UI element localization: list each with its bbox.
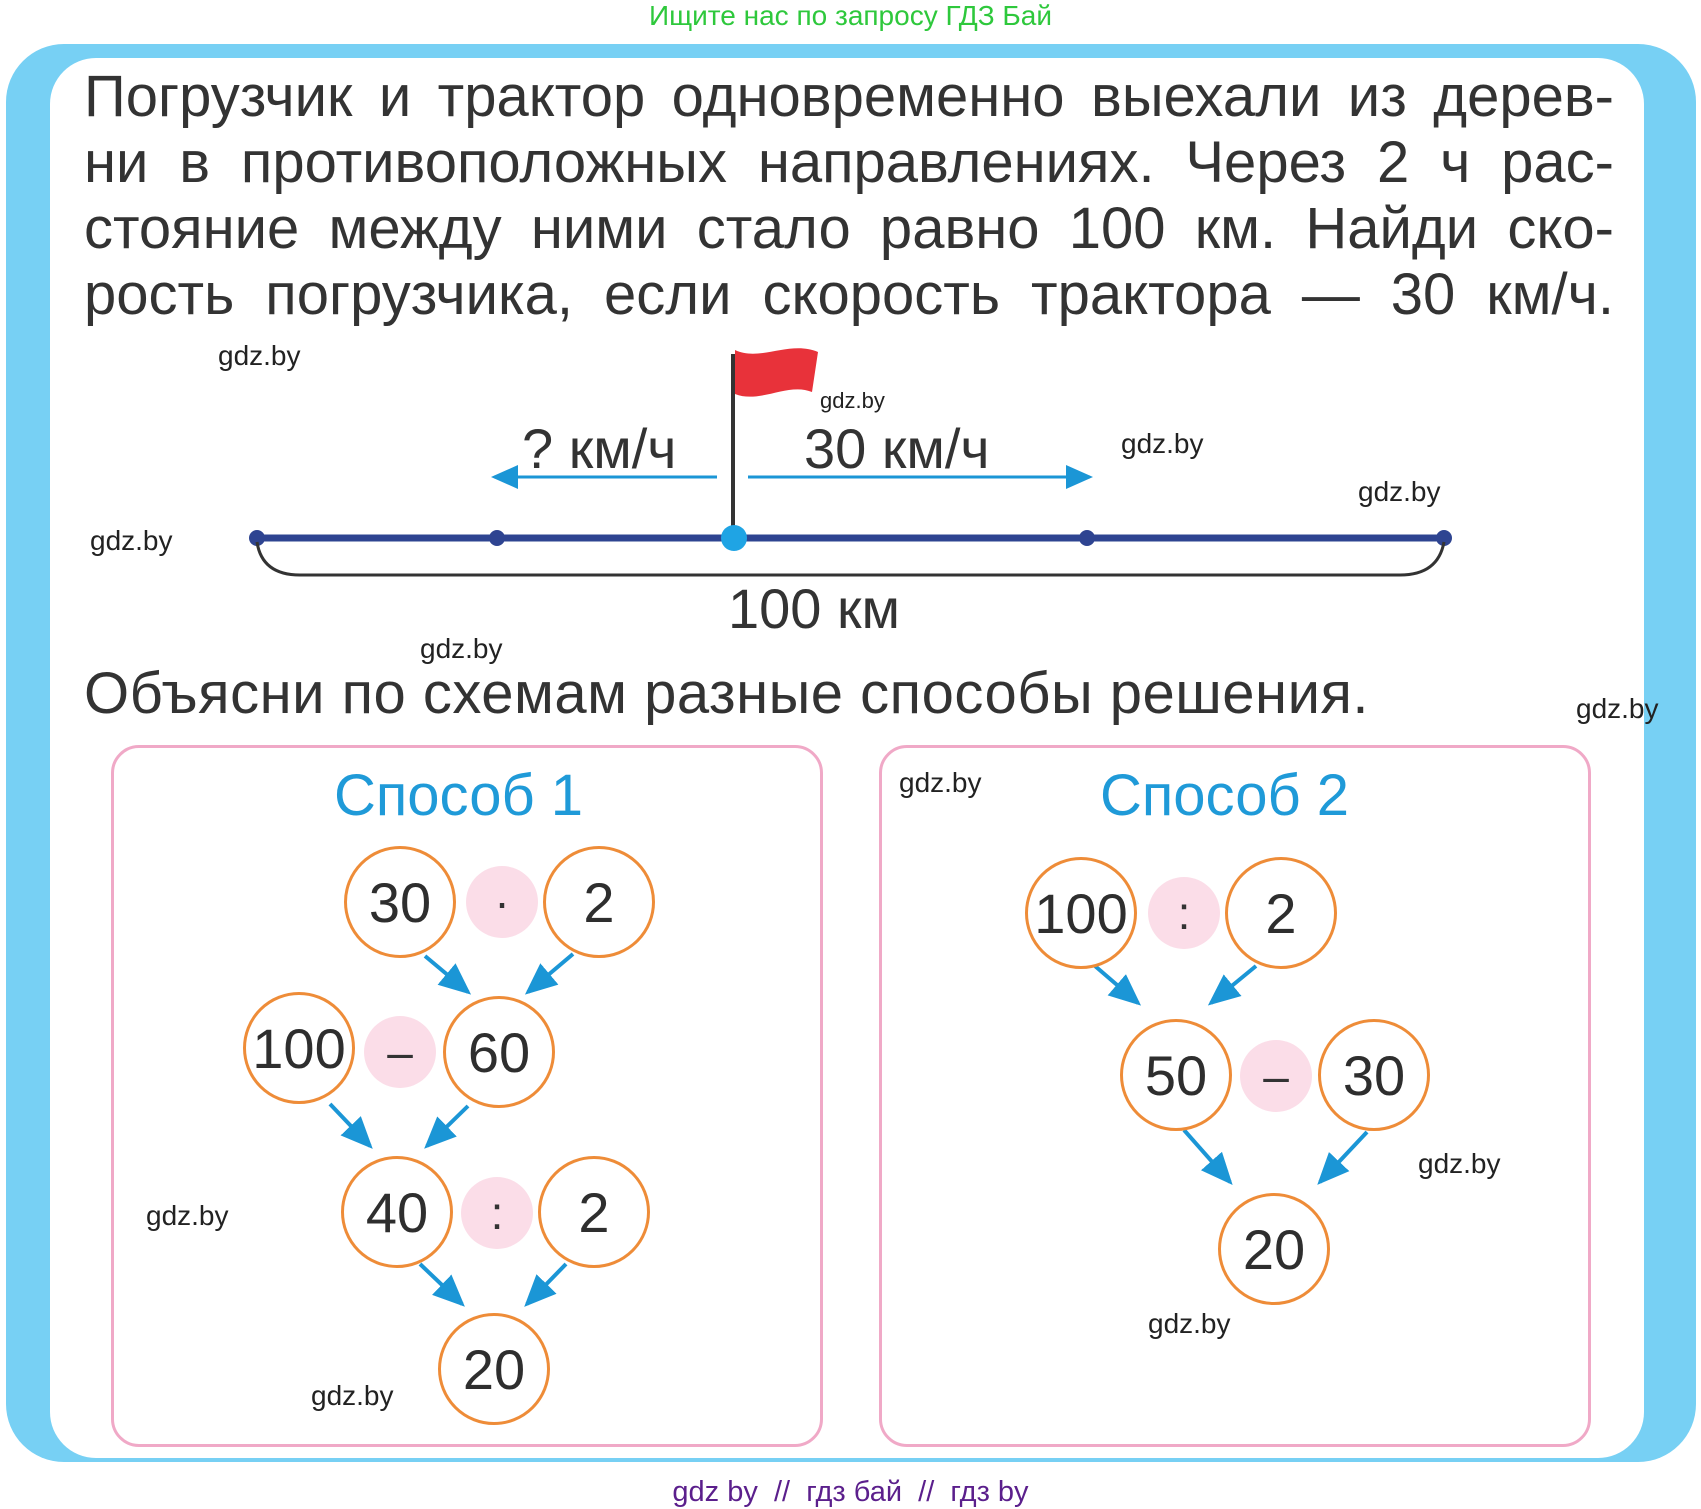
search-hint: Ищите нас по запросу ГДЗ Бай (648, 0, 1053, 31)
scheme-arrow (524, 1262, 568, 1307)
watermark: gdz.by (311, 1380, 394, 1411)
number-circle: 30 (344, 846, 456, 958)
number-circle: 100 (1025, 857, 1137, 969)
operator-circle: – (364, 1016, 436, 1088)
left-speed-label: ? км/ч (522, 417, 676, 480)
number-circle: 2 (1225, 857, 1337, 969)
watermark: gdz.by (1121, 428, 1204, 459)
watermark: gdz.by (820, 388, 885, 413)
watermark: gdz.by (1576, 693, 1659, 724)
result-circle: 20 (438, 1313, 550, 1425)
number-circle: 50 (1120, 1019, 1232, 1131)
operator-circle: : (1148, 877, 1220, 949)
flag-icon (735, 348, 818, 397)
watermark: gdz.by (218, 340, 301, 371)
problem-line: рость погрузчика, если скорость трактора… (84, 262, 1614, 327)
method-2-box (879, 745, 1591, 1447)
problem-line: ни в противоположных направлениях. Через… (84, 130, 1614, 195)
result-circle: 20 (1218, 1193, 1330, 1305)
scheme-arrow (424, 1104, 470, 1149)
method-1-title: Способ 1 (334, 763, 584, 828)
method-2-title: Способ 2 (1100, 763, 1350, 828)
scheme-arrow (1093, 964, 1142, 1006)
problem-line: стояние между ними стало равно 100 км. Н… (84, 196, 1614, 261)
number-circle: 2 (538, 1156, 650, 1268)
number-circle: 60 (443, 996, 555, 1108)
total-distance-label: 100 км (728, 577, 900, 640)
scheme-arrow (1207, 964, 1258, 1006)
watermark: gdz.by (420, 633, 503, 664)
right-speed-label: 30 км/ч (804, 417, 990, 480)
number-circle: 2 (543, 846, 655, 958)
watermark: gdz.by (90, 525, 173, 556)
number-circle: 40 (341, 1156, 453, 1268)
problem-line: Погрузчик и трактор одновременно выехали… (84, 64, 1614, 129)
watermark: gdz.by (1418, 1148, 1501, 1179)
watermark: gdz.by (1358, 476, 1441, 507)
operator-circle: – (1240, 1040, 1312, 1112)
village-point (721, 525, 747, 551)
watermark: gdz.by (899, 767, 982, 798)
operator-circle: · (466, 866, 538, 938)
problem-text: Погрузчик и трактор одновременно выехали… (84, 64, 1614, 328)
scheme-arrow (423, 954, 472, 995)
road-point (1079, 530, 1095, 546)
number-circle: 30 (1318, 1019, 1430, 1131)
distance-brace (255, 541, 1446, 577)
scheme-arrow (418, 1262, 465, 1307)
road-point (249, 530, 265, 546)
explain-instruction: Объясни по схемам разные способы решения… (84, 661, 1370, 726)
operator-circle: : (461, 1177, 533, 1249)
watermark: gdz.by (146, 1200, 229, 1231)
road-point (1436, 530, 1452, 546)
scheme-arrow (524, 952, 575, 995)
scheme-arrow (1182, 1128, 1233, 1185)
number-circle: 100 (243, 992, 355, 1104)
watermark: gdz.by (1148, 1308, 1231, 1339)
scheme-arrow (328, 1102, 373, 1149)
road-point (489, 530, 505, 546)
scheme-arrow (1317, 1130, 1369, 1185)
footer-text: gdz by // гдз бай // гдз by (672, 1476, 1029, 1508)
